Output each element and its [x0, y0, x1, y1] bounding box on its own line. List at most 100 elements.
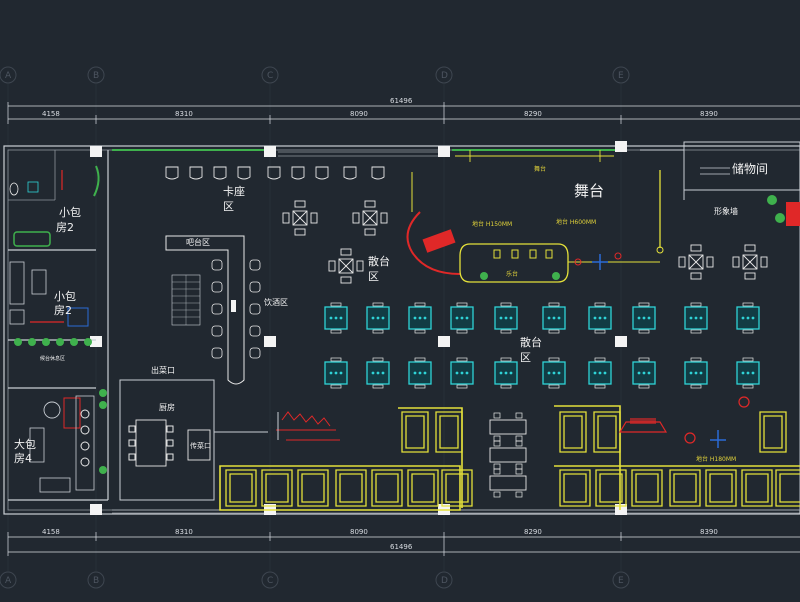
booth-seat	[371, 469, 403, 507]
cyan-table	[408, 302, 432, 334]
booth-seat	[559, 469, 591, 507]
bar-counter	[165, 235, 261, 385]
dimension-top: 61496 4158 8310 8090 8290 8390	[7, 97, 800, 124]
dim-span-1-bottom: 4158	[42, 528, 60, 536]
grid-bubbles-top: A B C D E	[0, 66, 630, 84]
dim-span-5-bottom: 8390	[700, 528, 718, 536]
cyan-table	[632, 302, 656, 334]
grid-axis-d-top: D	[441, 71, 448, 81]
booth-seat	[407, 469, 439, 507]
label-waiting-area: 候台休息区	[40, 355, 65, 362]
label-serving-out: 出菜口	[151, 365, 175, 375]
annotation-console: 乐台	[506, 270, 518, 278]
grid-axis-b-top: B	[93, 71, 99, 81]
label-storage: 储物间	[732, 161, 768, 176]
label-serving-pass: 传菜口	[190, 441, 211, 450]
booth-seat	[705, 469, 737, 507]
cyan-table	[494, 357, 518, 389]
grid-axis-c-bottom: C	[267, 576, 273, 586]
dim-total-top: 61496	[390, 97, 413, 105]
booth-seat	[631, 469, 663, 507]
annotation-stage-level: 舞台	[534, 165, 546, 173]
booth-seat	[741, 469, 773, 507]
booth-seat	[441, 469, 473, 507]
cyan-table	[588, 302, 612, 334]
cyan-table	[324, 357, 348, 389]
booth-seat	[401, 411, 429, 453]
label-drinking-area: 饮酒区	[264, 297, 288, 307]
booth-seat	[669, 469, 701, 507]
dim-span-4-bottom: 8290	[524, 528, 542, 536]
cyan-table	[366, 302, 390, 334]
label-large-room-4-l1: 大包	[14, 437, 36, 451]
dim-span-2-bottom: 8310	[175, 528, 193, 536]
cyan-table	[366, 357, 390, 389]
booth-seat	[225, 469, 257, 507]
cyan-table	[324, 302, 348, 334]
dimension-bottom: 4158 8310 8090 8290 8390 61496	[7, 528, 800, 556]
grid-axis-d-bottom: D	[441, 576, 448, 586]
dim-span-5-top: 8390	[700, 110, 718, 118]
label-small-room-2b-l2: 房2	[54, 304, 72, 317]
label-small-room-2a-l1: 小包	[59, 206, 81, 219]
label-dining-lower-l1: 散台	[520, 335, 542, 349]
booth-frame	[554, 405, 621, 510]
cyan-table	[542, 302, 566, 334]
outer-walls	[3, 145, 800, 515]
label-large-room-4-l2: 房4	[14, 452, 32, 465]
cyan-table	[588, 357, 612, 389]
booth-seat	[595, 469, 627, 507]
label-booth-l2: 区	[223, 200, 234, 213]
center-bottom-tables	[489, 412, 527, 498]
booth-seat	[759, 411, 787, 453]
stage-area	[406, 141, 800, 283]
booth-seat	[593, 411, 621, 453]
cyan-table	[494, 302, 518, 334]
label-small-room-2b-l1: 小包	[54, 290, 76, 303]
label-kitchen: 厨房	[159, 402, 175, 412]
dim-total-bottom: 61496	[390, 543, 413, 551]
annotation-height-2: 地台 H600MM	[556, 218, 596, 226]
cyan-tables	[324, 302, 760, 389]
cyan-table	[632, 357, 656, 389]
grid-axis-a-top: A	[5, 71, 12, 81]
left-rooms	[8, 150, 109, 501]
booth-seat	[559, 411, 587, 453]
grid-axis-b-bottom: B	[93, 576, 99, 586]
red-decor-right	[618, 396, 750, 448]
grid-axis-e-bottom: E	[618, 576, 624, 586]
booth-chairs-top	[165, 166, 385, 180]
grid-axis-a-bottom: A	[5, 576, 12, 586]
label-dining-lower-l2: 区	[520, 351, 531, 364]
dim-span-2-top: 8310	[175, 110, 193, 118]
booth-seat	[775, 469, 800, 507]
dim-span-3-top: 8090	[350, 110, 368, 118]
booth-frame	[398, 407, 463, 508]
dim-span-4-top: 8290	[524, 110, 542, 118]
label-small-room-2a-l2: 房2	[56, 221, 74, 234]
dim-span-3-bottom: 8090	[350, 528, 368, 536]
yellow-booths	[219, 405, 800, 511]
annotation-height-1: 地台 H150MM	[472, 220, 512, 228]
dim-span-1-top: 4158	[42, 110, 60, 118]
booth-seat	[261, 469, 293, 507]
cyan-table	[684, 302, 708, 334]
cyan-table	[736, 357, 760, 389]
kitchen-area	[119, 379, 268, 501]
cyan-table	[450, 302, 474, 334]
booth-seat	[297, 469, 329, 507]
annotation-height-3: 地台 H180MM	[696, 455, 736, 463]
grid-bubbles-bottom: A B C D E	[0, 571, 630, 589]
cyan-table	[542, 357, 566, 389]
label-bar-counter: 吧台区	[186, 237, 210, 247]
label-dining-upper-l1: 散台	[368, 254, 390, 268]
cyan-table	[684, 357, 708, 389]
cyan-table	[408, 357, 432, 389]
cyan-table	[450, 357, 474, 389]
label-booth-l1: 卡座	[223, 184, 245, 198]
red-decor-left	[276, 411, 340, 441]
grid-axis-e-top: E	[618, 71, 624, 81]
label-dining-upper-l2: 区	[368, 270, 379, 283]
label-stage: 舞台	[574, 182, 604, 200]
